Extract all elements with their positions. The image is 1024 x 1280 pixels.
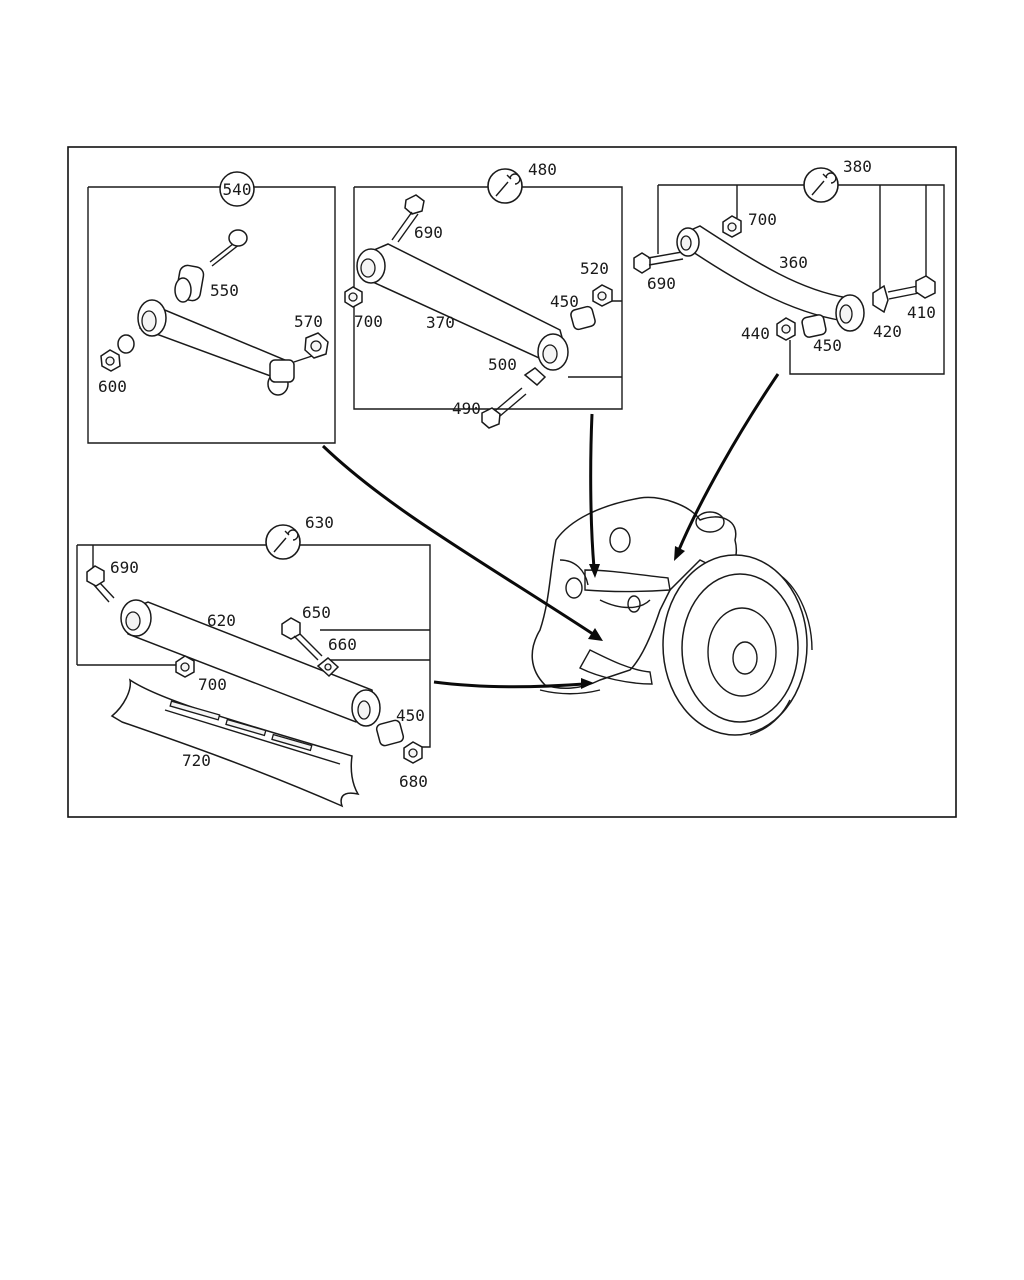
wrench-icon bbox=[487, 168, 523, 204]
label-700-right: 700 bbox=[748, 210, 777, 229]
label-700-left: 700 bbox=[198, 675, 227, 694]
label-620: 620 bbox=[207, 611, 236, 630]
label-550: 550 bbox=[210, 281, 239, 300]
arrow-480 bbox=[589, 413, 596, 569]
label-650: 650 bbox=[302, 603, 331, 622]
wrench-icon bbox=[265, 524, 301, 560]
label-450-top: 450 bbox=[550, 292, 579, 311]
label-690-right: 690 bbox=[647, 274, 676, 293]
diagram-frame bbox=[67, 146, 957, 818]
label-410: 410 bbox=[907, 303, 936, 322]
wrench-icon bbox=[803, 167, 839, 203]
arrow-380 bbox=[676, 373, 780, 553]
label-690-left: 690 bbox=[110, 558, 139, 577]
label-630: 630 bbox=[305, 513, 334, 532]
rear-axle-assembly bbox=[531, 496, 813, 736]
label-360: 360 bbox=[779, 253, 808, 272]
group-540: 540 550 570 600 bbox=[87, 171, 336, 444]
label-420: 420 bbox=[873, 322, 902, 341]
group-380: 380 700 690 360 420 410 440 450 bbox=[633, 157, 945, 375]
label-500: 500 bbox=[488, 355, 517, 374]
label-570: 570 bbox=[294, 312, 323, 331]
leader-arrows bbox=[321, 373, 780, 689]
arrow-540 bbox=[321, 444, 597, 638]
callout-circle-540 bbox=[219, 171, 255, 207]
label-380: 380 bbox=[843, 157, 872, 176]
label-720: 720 bbox=[182, 751, 211, 770]
label-520: 520 bbox=[580, 259, 609, 278]
label-450-right: 450 bbox=[813, 336, 842, 355]
label-370: 370 bbox=[426, 313, 455, 332]
group-630: 630 690 620 650 660 700 450 680 bbox=[76, 513, 431, 808]
label-540: 540 bbox=[223, 180, 252, 199]
label-680: 680 bbox=[399, 772, 428, 791]
label-600: 600 bbox=[98, 377, 127, 396]
label-480: 480 bbox=[528, 160, 557, 179]
arrow-630 bbox=[433, 680, 585, 689]
label-700-top: 700 bbox=[354, 312, 383, 331]
label-660: 660 bbox=[328, 635, 357, 654]
group-480: 480 690 700 370 520 450 500 490 bbox=[344, 160, 623, 429]
label-690-top: 690 bbox=[414, 223, 443, 242]
label-440: 440 bbox=[741, 324, 770, 343]
label-450-left: 450 bbox=[396, 706, 425, 725]
label-490: 490 bbox=[452, 399, 481, 418]
